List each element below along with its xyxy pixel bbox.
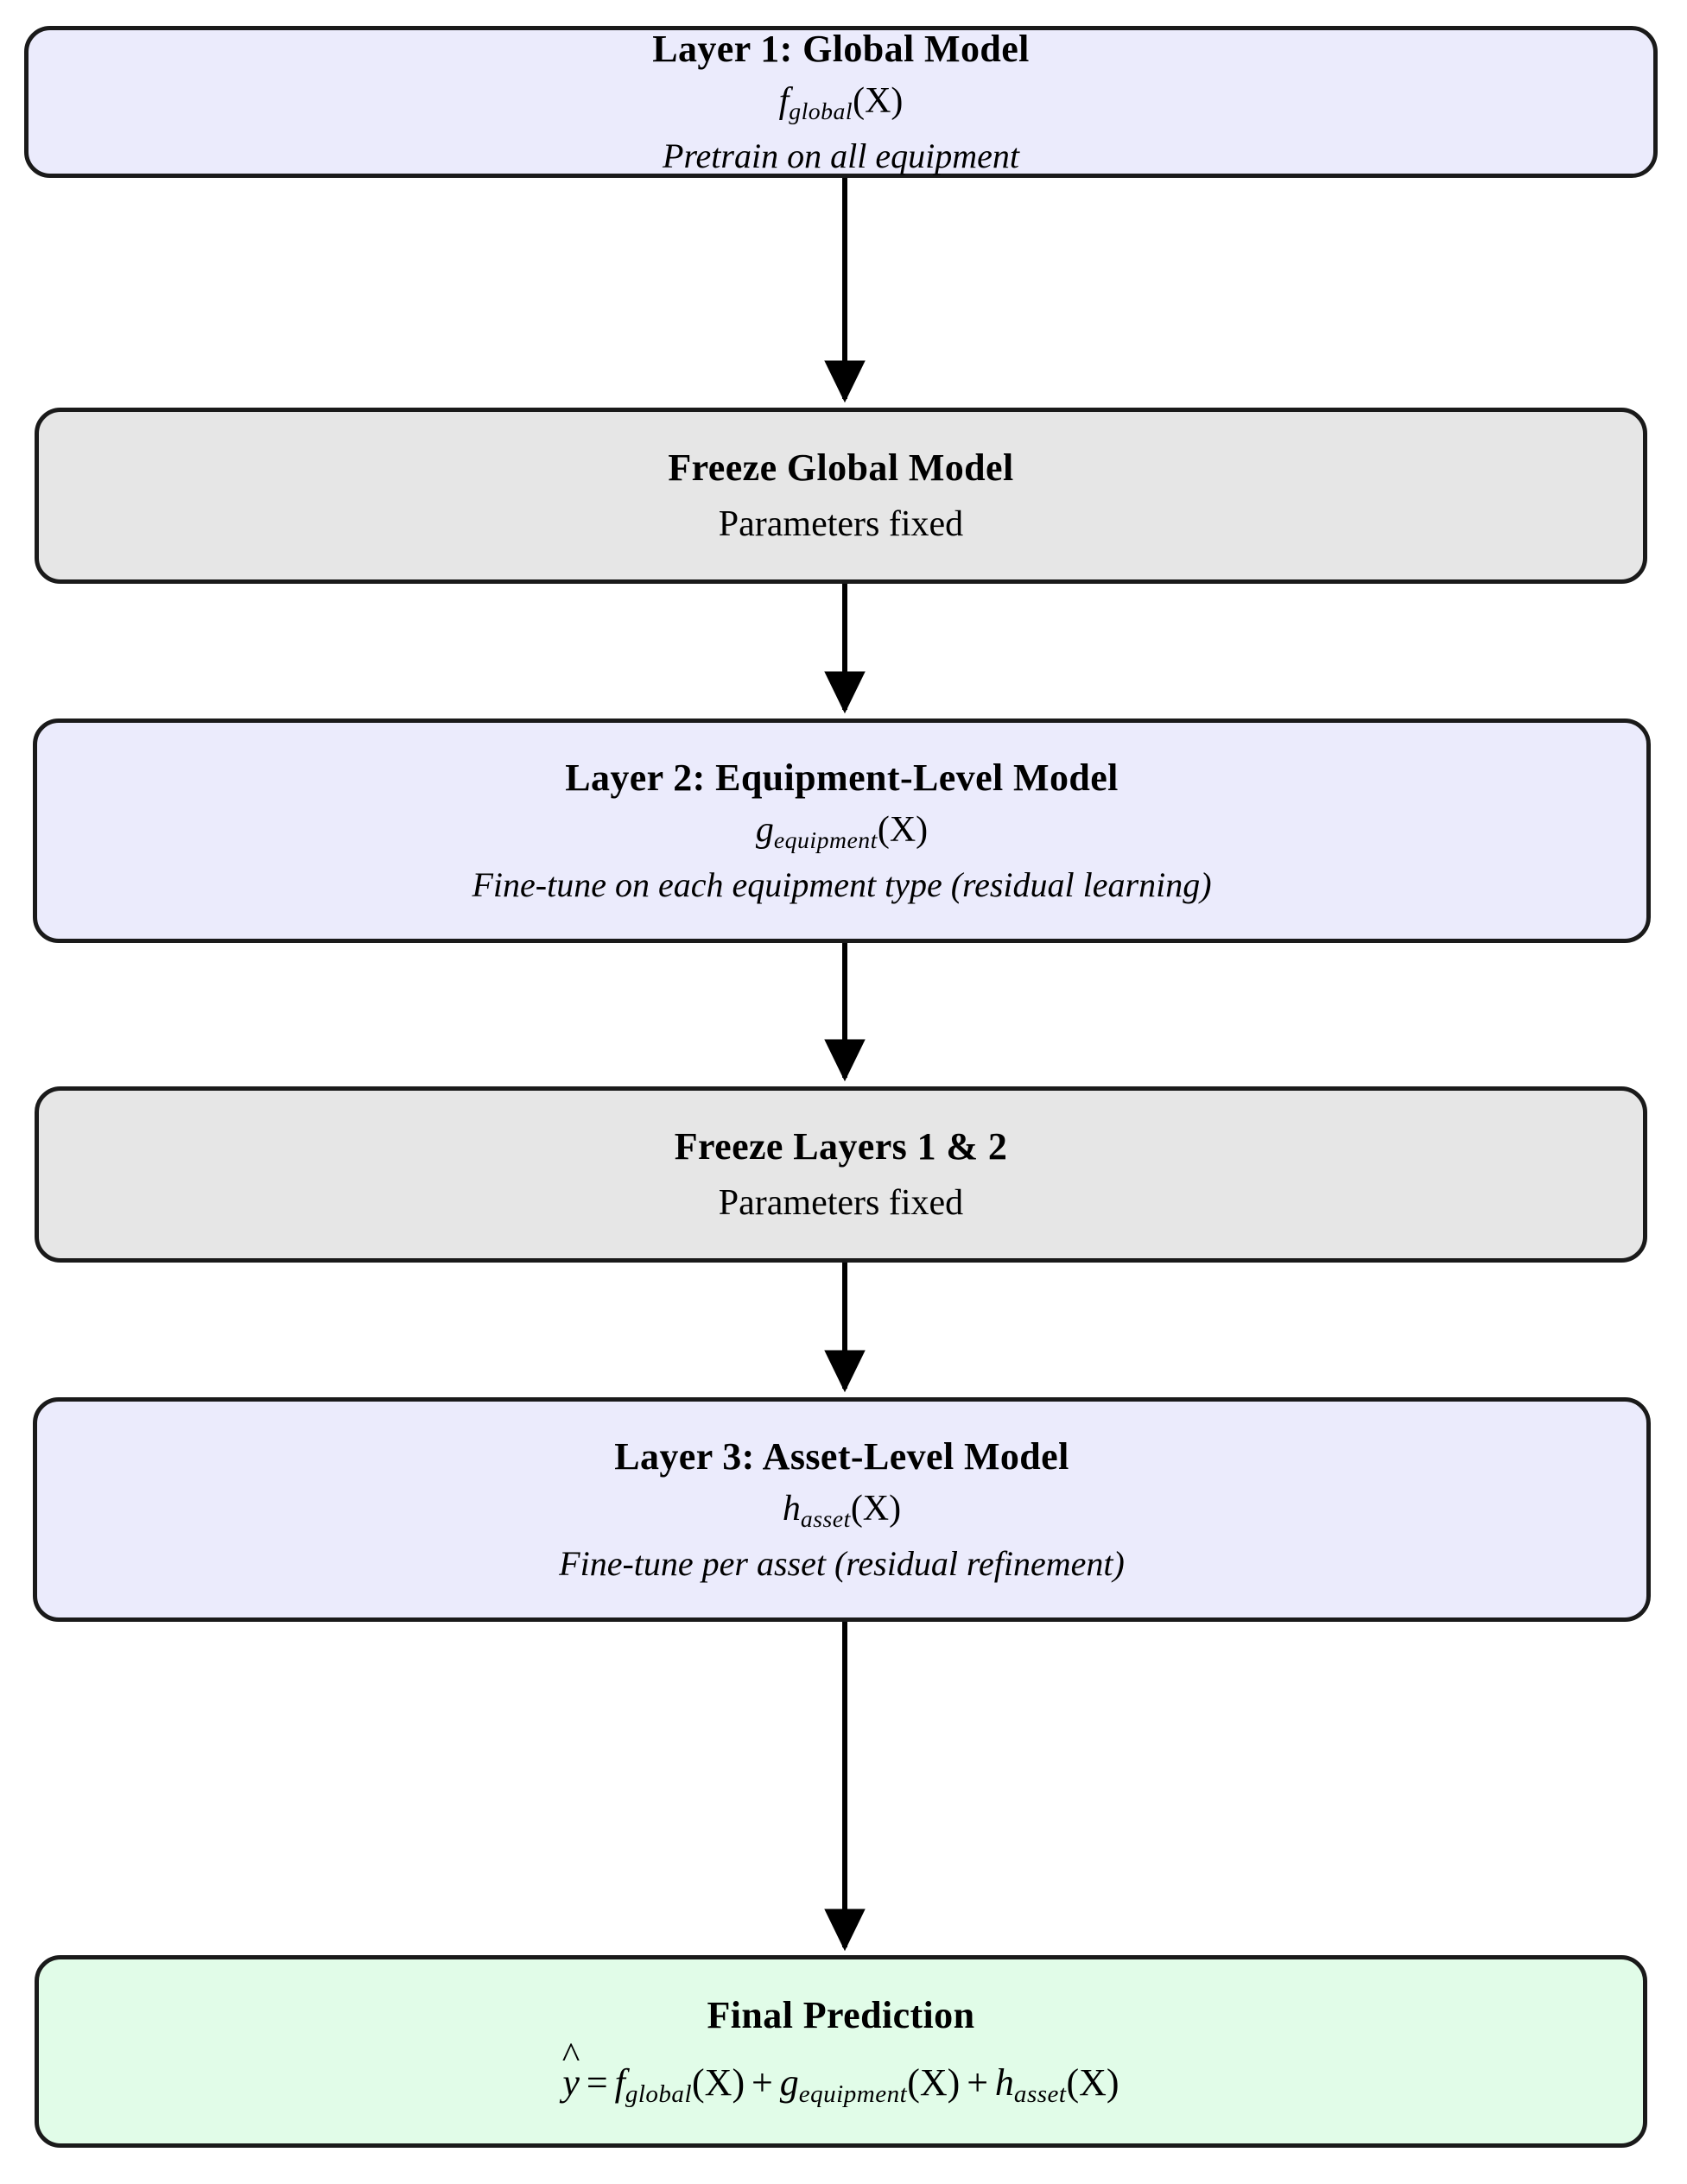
node-layer1-formula: fglobal(X) xyxy=(779,79,904,125)
node-freeze1-title: Freeze Global Model xyxy=(668,446,1014,489)
equation-term1-subscript: global xyxy=(625,2080,693,2109)
node-freeze1-subtitle: Parameters fixed xyxy=(718,503,964,544)
equation-plus-1: + xyxy=(752,2061,773,2104)
formula-arg: (X) xyxy=(853,81,904,122)
equation-term3-subscript: asset xyxy=(1013,2080,1067,2109)
node-freeze2-title: Freeze Layers 1 & 2 xyxy=(674,1124,1008,1168)
equation-term1-arg: (X) xyxy=(692,2061,745,2104)
formula-arg: (X) xyxy=(850,1489,902,1529)
equation-term3-arg: (X) xyxy=(1066,2061,1119,2104)
node-layer3-asset-model[interactable]: Layer 3: Asset-Level Model hasset(X) Fin… xyxy=(33,1397,1651,1622)
node-layer3-formula: hasset(X) xyxy=(783,1487,901,1533)
node-final-equation: y=fglobal(X)+gequipment(X)+hasset(X) xyxy=(562,2061,1119,2110)
equation-plus-2: + xyxy=(967,2061,989,2104)
formula-subscript: equipment xyxy=(773,826,878,854)
node-freeze-layers-1-and-2[interactable]: Freeze Layers 1 & 2 Parameters fixed xyxy=(35,1086,1647,1263)
formula-subscript: asset xyxy=(800,1505,851,1533)
equation-term1-fn: f xyxy=(614,2061,625,2104)
node-layer2-equipment-model[interactable]: Layer 2: Equipment-Level Model gequipmen… xyxy=(33,719,1651,943)
formula-fn: h xyxy=(782,1489,801,1529)
node-layer1-title: Layer 1: Global Model xyxy=(652,27,1030,70)
node-layer3-title: Layer 3: Asset-Level Model xyxy=(614,1434,1069,1478)
equation-term2-fn: g xyxy=(779,2061,799,2104)
equation-term2-subscript: equipment xyxy=(798,2080,908,2109)
node-layer1-global-model[interactable]: Layer 1: Global Model fglobal(X) Pretrai… xyxy=(24,26,1658,178)
equation-lhs: y xyxy=(562,2061,580,2106)
formula-arg: (X) xyxy=(877,810,929,851)
node-final-prediction[interactable]: Final Prediction y=fglobal(X)+gequipment… xyxy=(35,1955,1647,2148)
formula-fn: f xyxy=(778,81,790,122)
formula-subscript: global xyxy=(789,98,853,125)
node-layer2-formula: gequipment(X) xyxy=(756,808,928,854)
node-layer3-caption: Fine-tune per asset (residual refinement… xyxy=(559,1544,1125,1584)
node-layer2-caption: Fine-tune on each equipment type (residu… xyxy=(472,865,1212,905)
node-freeze2-subtitle: Parameters fixed xyxy=(718,1182,964,1223)
node-layer1-caption: Pretrain on all equipment xyxy=(663,136,1019,176)
equation-term2-arg: (X) xyxy=(907,2061,961,2104)
node-freeze-global-model[interactable]: Freeze Global Model Parameters fixed xyxy=(35,408,1647,584)
node-layer2-title: Layer 2: Equipment-Level Model xyxy=(565,756,1119,799)
equation-term3-fn: h xyxy=(994,2061,1014,2104)
formula-fn: g xyxy=(755,810,774,851)
equation-equals: = xyxy=(586,2061,608,2104)
node-final-title: Final Prediction xyxy=(707,1994,975,2037)
